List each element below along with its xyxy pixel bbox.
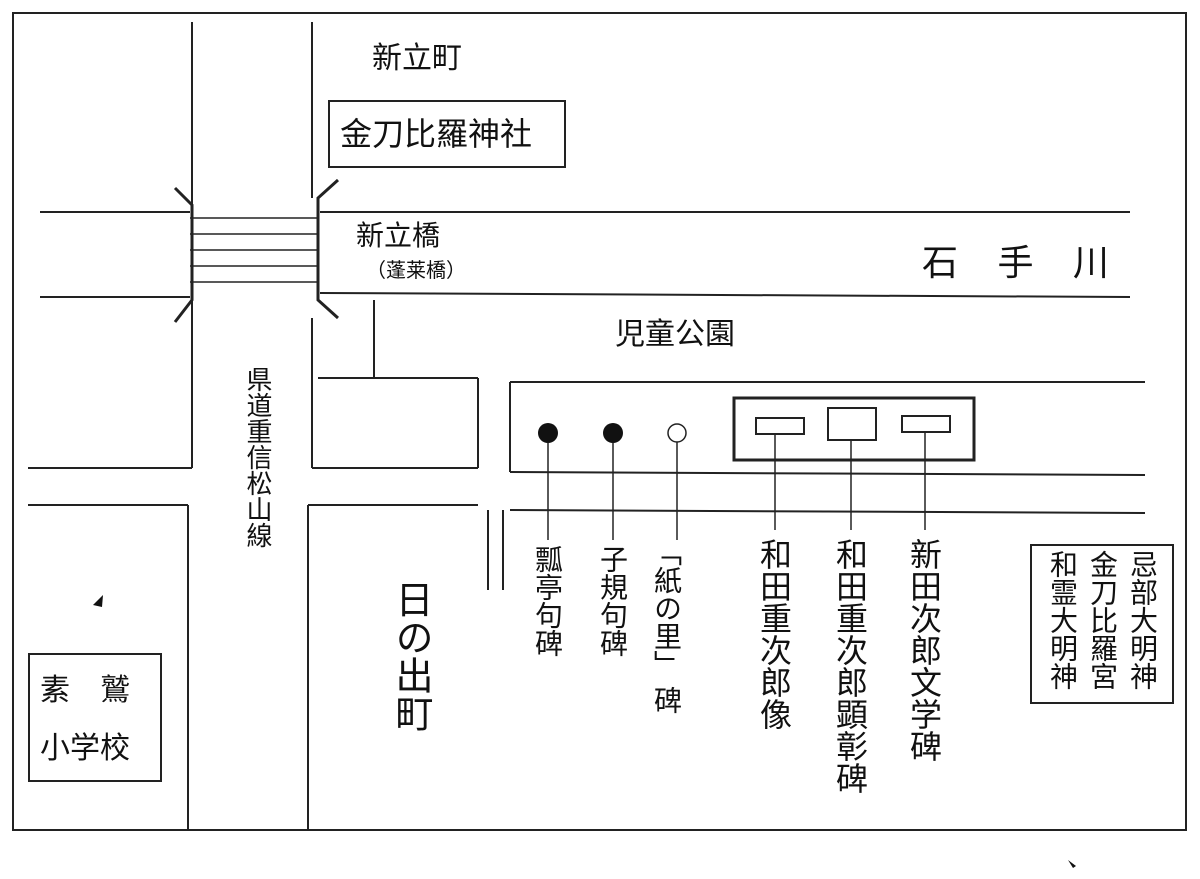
road-label: 県道重信松山線	[242, 366, 272, 548]
school-type-label: 小学校	[40, 731, 130, 766]
deity-label-2: 金刀比羅宮	[1086, 550, 1119, 690]
wada-monument-marker	[827, 407, 877, 441]
monument-enclosure	[732, 396, 976, 462]
bridge-alias-label: （蓬莱橋）	[366, 258, 466, 282]
shrine-label: 金刀比羅神社	[340, 115, 533, 153]
wada-statue-label: 和田重次郎像	[755, 538, 793, 730]
nitta-monument-marker	[901, 415, 951, 433]
leader-lines	[547, 432, 926, 540]
prefectural-road	[187, 22, 313, 830]
hyotei-monument-label: 瓢亭句碑	[531, 545, 564, 657]
school-name-label: 素 鷲	[40, 673, 130, 708]
deity-label-1: 忌部大明神	[1126, 550, 1159, 690]
nitta-monument-label: 新田次郎文学碑	[905, 538, 943, 762]
bridge-label: 新立橋	[356, 219, 441, 252]
shintate-cho-label: 新立町	[372, 41, 462, 76]
deity-label-3: 和霊大明神	[1046, 550, 1079, 690]
park-label: 児童公園	[615, 317, 735, 352]
shrine-box	[328, 100, 566, 168]
kaminosato-monument-label: 「紙の里」	[650, 538, 683, 678]
bridge	[173, 178, 340, 323]
hinode-cho-label: 日の出町	[389, 580, 433, 732]
deity-box	[1030, 544, 1174, 704]
park-street	[509, 381, 1146, 514]
shiki-monument-label: 子規句碑	[596, 545, 629, 657]
river-banks	[40, 211, 1131, 298]
wada-monument-label: 和田重次郎顕彰碑	[831, 538, 869, 794]
hyotei-marker	[538, 423, 558, 443]
river-label: 石 手 川	[922, 243, 1123, 284]
cross-street	[28, 300, 504, 590]
school-box	[28, 653, 162, 782]
wada-statue-marker	[755, 417, 805, 435]
kaminosato-marker	[667, 423, 687, 443]
kaminosato-monument-label-suffix: 碑	[650, 686, 683, 714]
map-frame	[12, 12, 1187, 831]
direction-mark	[93, 595, 103, 607]
shiki-marker	[603, 423, 623, 443]
scan-speck	[1068, 860, 1076, 868]
